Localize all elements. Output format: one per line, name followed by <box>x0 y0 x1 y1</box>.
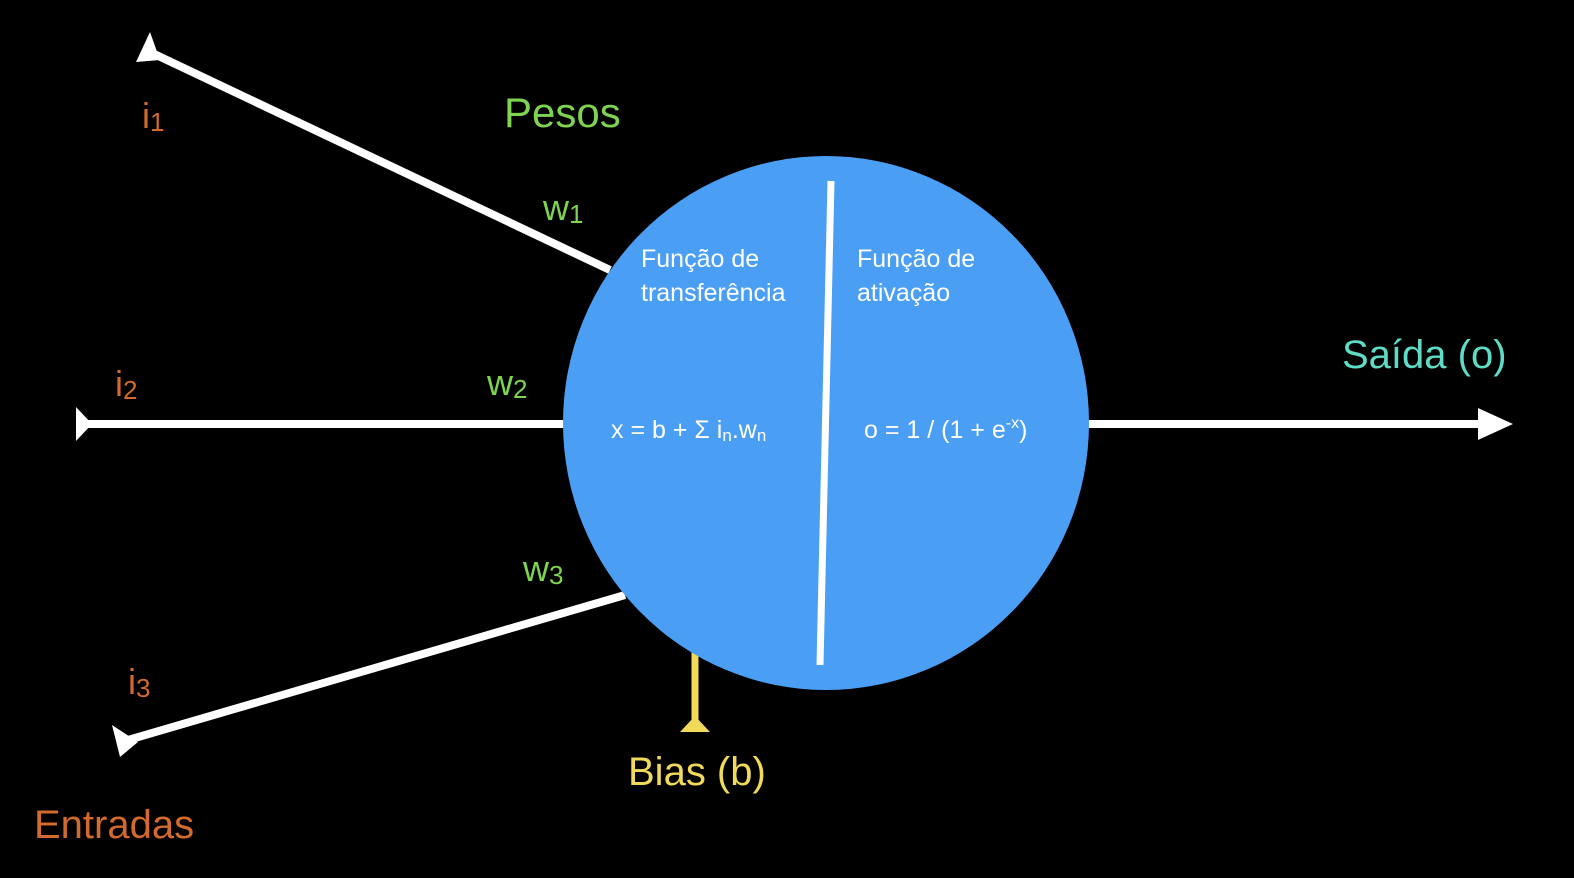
input-label-3: i3 <box>128 661 150 703</box>
input-label-3-sub: 3 <box>136 673 150 703</box>
transfer-formula-sub2: n <box>757 426 766 445</box>
input-connection-1 <box>136 32 612 274</box>
input-label-2: i2 <box>115 363 137 405</box>
input-label-3-base: i <box>128 661 136 702</box>
weight-label-3-sub: 3 <box>549 560 563 590</box>
arrowhead-2-icon <box>76 407 92 441</box>
pesos-label: Pesos <box>504 89 621 136</box>
input-connection-3 <box>112 591 627 757</box>
input-labels: i1 i2 i3 Entradas <box>34 95 194 847</box>
bias-arrowhead-icon <box>680 716 710 732</box>
activation-title-line1: Função de <box>857 245 975 273</box>
input-label-2-sub: 2 <box>123 375 137 405</box>
transfer-title-line2: transferência <box>641 279 786 307</box>
weight-label-2-base: w <box>486 362 514 403</box>
output-label: Saída (o) <box>1342 333 1507 377</box>
weight-labels: Pesos w1 w2 w3 <box>486 89 621 590</box>
weight-label-2: w2 <box>486 362 527 404</box>
output-arrowhead-icon <box>1478 408 1513 440</box>
bias-connection <box>680 650 710 732</box>
output-connection <box>1085 408 1513 440</box>
activation-function: Função de ativação o = 1 / (1 + e-x) <box>857 245 1027 444</box>
input-connection-2 <box>76 407 565 441</box>
input-line-3 <box>126 591 627 744</box>
activation-title-line2: ativação <box>857 279 950 307</box>
weight-label-3-base: w <box>522 548 550 589</box>
weight-label-1: w1 <box>542 187 583 229</box>
weight-label-1-sub: 1 <box>569 199 583 229</box>
input-label-1: i1 <box>142 95 164 137</box>
weight-label-3: w3 <box>522 548 563 590</box>
input-line-1 <box>148 48 612 274</box>
transfer-title-line1: Função de <box>641 245 759 273</box>
transfer-formula-a: x = b + Σ i <box>611 416 722 444</box>
input-label-2-base: i <box>115 363 123 404</box>
activation-formula: o = 1 / (1 + e-x) <box>864 415 1027 444</box>
weight-label-1-base: w <box>542 187 570 228</box>
arrowhead-1-icon <box>136 32 160 62</box>
activation-formula-sup: -x <box>1006 415 1019 432</box>
arrowhead-3-icon <box>112 725 138 757</box>
activation-formula-b: ) <box>1019 416 1027 444</box>
transfer-function: Função de transferência x = b + Σ in.wn <box>611 245 786 445</box>
input-label-1-base: i <box>142 95 150 136</box>
weight-label-2-sub: 2 <box>513 374 527 404</box>
activation-formula-a: o = 1 / (1 + e <box>864 416 1006 444</box>
bias-label: Bias (b) <box>628 750 766 794</box>
transfer-formula-b: .w <box>732 416 758 444</box>
neuron-divider <box>816 180 835 666</box>
transfer-formula-sub1: n <box>722 426 731 445</box>
input-label-1-sub: 1 <box>150 107 164 137</box>
transfer-formula: x = b + Σ in.wn <box>611 416 766 445</box>
entradas-label: Entradas <box>34 803 194 847</box>
